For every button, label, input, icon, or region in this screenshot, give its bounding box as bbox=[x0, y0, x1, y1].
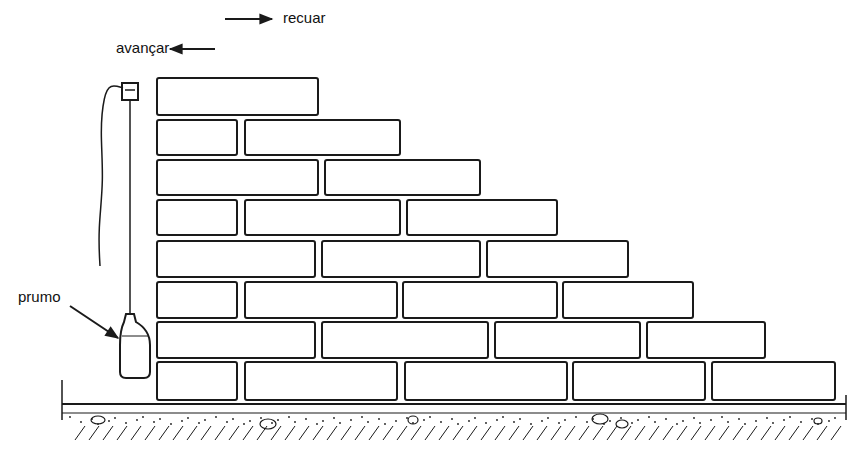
brick bbox=[495, 322, 640, 358]
brick bbox=[563, 282, 693, 318]
brick bbox=[245, 200, 400, 235]
brick bbox=[157, 78, 318, 115]
brick bbox=[325, 160, 480, 195]
brick bbox=[403, 282, 557, 318]
brick-wall bbox=[157, 78, 835, 400]
brick bbox=[157, 362, 237, 400]
brick bbox=[157, 282, 237, 318]
label: recuar bbox=[283, 10, 326, 27]
brick bbox=[157, 241, 315, 277]
brick bbox=[322, 241, 480, 277]
plumb-bob bbox=[99, 83, 150, 378]
arrow bbox=[225, 18, 272, 20]
brick bbox=[712, 362, 835, 400]
brick bbox=[157, 322, 315, 358]
brick bbox=[322, 322, 488, 358]
brick bbox=[157, 160, 318, 195]
label: avançar bbox=[116, 40, 169, 57]
brick bbox=[157, 200, 237, 235]
brick bbox=[573, 362, 705, 400]
brick bbox=[245, 282, 397, 318]
brick bbox=[245, 362, 397, 400]
brick bbox=[405, 362, 567, 400]
label: prumo bbox=[18, 289, 61, 306]
arrow bbox=[170, 48, 215, 50]
brick bbox=[487, 241, 628, 277]
brick bbox=[245, 120, 400, 155]
brick bbox=[647, 322, 765, 358]
ground bbox=[62, 380, 846, 440]
arrow bbox=[70, 306, 118, 338]
brick bbox=[407, 200, 557, 235]
brick bbox=[157, 120, 237, 155]
